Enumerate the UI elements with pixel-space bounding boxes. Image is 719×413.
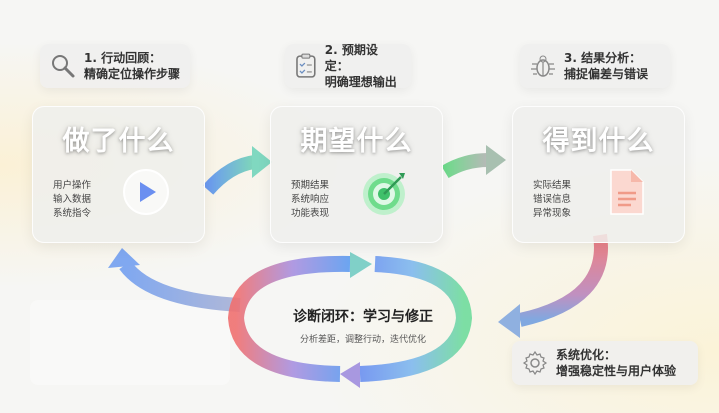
checklist-icon — [296, 53, 316, 78]
target-icon — [363, 173, 405, 215]
card-item: 用户操作 — [53, 180, 92, 191]
step-title: 2. 预期设定： — [324, 43, 378, 73]
system-optimization-box: 系统优化： 增强稳定性与用户体验 — [512, 341, 698, 385]
arrow-result-to-optimization — [498, 233, 608, 338]
card-heading: 得到什么 — [542, 126, 655, 157]
card-heading: 做了什么 — [62, 126, 175, 157]
step-label-result-analysis: 3. 结果分析： 捕捉偏差与错误 — [520, 44, 670, 88]
gear-icon — [522, 350, 548, 376]
loop-subtitle: 分析差距，调整行动，迭代优化 — [299, 335, 426, 345]
card-what-expected: 期望什么 预期结果系统响应功能表现 — [270, 106, 443, 243]
background-panel — [30, 300, 230, 385]
optimization-title: 系统优化： — [556, 348, 617, 362]
card-heading: 期望什么 — [300, 126, 413, 157]
loop-title: 诊断闭环：学习与修正 — [293, 309, 433, 325]
document-icon — [610, 169, 644, 215]
card-item: 输入数据 — [53, 194, 92, 205]
step-label-action-review: 1. 行动回顾： 精确定位操作步骤 — [40, 44, 190, 88]
step-subtitle: 精确定位操作步骤 — [84, 67, 181, 81]
card-item: 系统响应 — [291, 194, 330, 205]
card-what-got: 得到什么 实际结果错误信息异常现象 — [512, 106, 685, 243]
card-item: 预期结果 — [291, 180, 330, 191]
card-item: 实际结果 — [533, 180, 572, 191]
step-subtitle: 捕捉偏差与错误 — [564, 67, 649, 81]
arrow-loop-to-action — [108, 248, 241, 312]
card-item: 系统指令 — [53, 208, 92, 219]
arrow-to-expected — [202, 146, 272, 195]
step-title: 3. 结果分析： — [564, 51, 642, 65]
diagnostic-loop: 诊断闭环：学习与修正 分析差距，调整行动，迭代优化 — [268, 306, 458, 345]
optimization-subtitle: 增强稳定性与用户体验 — [556, 364, 677, 378]
step-subtitle: 明确理想输出 — [324, 75, 397, 89]
card-item: 功能表现 — [291, 208, 330, 219]
step-title: 1. 行动回顾： — [84, 51, 162, 65]
play-icon — [123, 169, 169, 215]
search-icon — [52, 55, 75, 78]
card-item: 错误信息 — [533, 194, 572, 205]
card-item: 异常现象 — [533, 208, 572, 219]
card-what-done: 做了什么 用户操作输入数据系统指令 — [32, 106, 205, 243]
loop-ring — [227, 252, 473, 388]
arrow-to-result — [441, 145, 506, 179]
bug-icon — [531, 55, 555, 77]
step-label-expectation: 2. 预期设定： 明确理想输出 — [285, 43, 411, 89]
